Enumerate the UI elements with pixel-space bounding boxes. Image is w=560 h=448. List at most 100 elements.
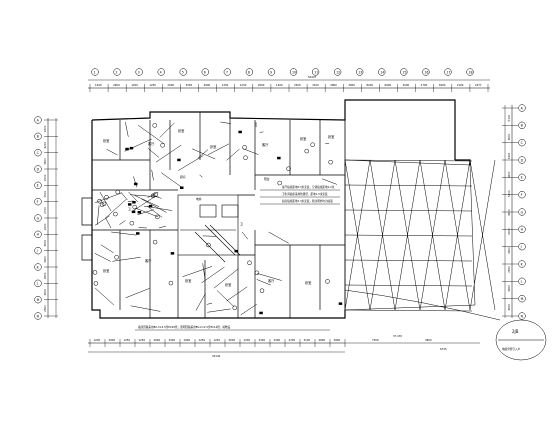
notes-block bbox=[260, 189, 340, 205]
wall-segment bbox=[177, 255, 239, 318]
axis-label-top: 11 bbox=[314, 71, 318, 75]
wall-segment bbox=[92, 120, 178, 191]
axis-bubble-right bbox=[518, 295, 526, 303]
axis-label-right: M bbox=[521, 297, 524, 301]
wiring-run bbox=[141, 198, 167, 213]
dim-top-value: 3100 bbox=[312, 83, 319, 87]
axis-bubble-top bbox=[378, 68, 386, 76]
axis-label-left: J bbox=[36, 249, 38, 253]
dim-left-value: 3600 bbox=[43, 158, 47, 165]
dim-bottom-value: 2900 bbox=[109, 338, 116, 342]
dim-right-value: 2600 bbox=[507, 266, 511, 273]
dim-top-value: 1250 bbox=[149, 83, 156, 87]
dim-left-value: 2600 bbox=[43, 272, 47, 279]
dim-top-value: 1250 bbox=[240, 83, 247, 87]
axis-label-left: L bbox=[37, 282, 39, 286]
axis-bubble-right bbox=[518, 312, 526, 320]
wiring-run bbox=[138, 125, 165, 145]
axis-bubble-right bbox=[518, 191, 526, 199]
room-label: 客厅 bbox=[262, 142, 269, 147]
dim-left-value: 3600 bbox=[43, 240, 47, 247]
note-3: 厨房插座距地1.3米安装，除注明外均为暗装 bbox=[282, 199, 333, 203]
light-symbol bbox=[93, 281, 99, 286]
axis-label-left: E bbox=[37, 184, 39, 188]
axis-bubble-top bbox=[466, 68, 474, 76]
wiring-run bbox=[147, 147, 160, 158]
socket-symbol bbox=[128, 203, 132, 206]
wiring-run bbox=[213, 268, 239, 289]
axis-label-right: L bbox=[521, 280, 523, 284]
dim-top-value: 3900 bbox=[348, 83, 355, 87]
axis-label-top: 5 bbox=[182, 71, 184, 75]
socket-symbol bbox=[234, 249, 238, 253]
wiring-run bbox=[242, 148, 259, 155]
wiring-run bbox=[268, 231, 289, 244]
dim-bottom-value: 2000 bbox=[229, 338, 236, 342]
room-label: 卧室 bbox=[103, 138, 109, 143]
dim-bottom-value: 2800 bbox=[319, 338, 326, 342]
axis-bubble-left bbox=[34, 214, 42, 222]
light-symbol bbox=[115, 189, 120, 195]
wiring-run bbox=[208, 143, 230, 155]
dim-top-value: 2900 bbox=[113, 83, 120, 87]
wiring-run bbox=[119, 220, 126, 225]
wiring-run bbox=[191, 148, 216, 160]
dim-top-value: 1250 bbox=[131, 83, 138, 87]
dim-bottom-value: 1250 bbox=[139, 338, 146, 342]
wiring-run bbox=[158, 225, 166, 229]
dim-top-value: 4500 bbox=[403, 83, 410, 87]
dim-right-value: 3600 bbox=[507, 285, 511, 292]
dim-top-value: 3300 bbox=[294, 83, 301, 87]
wiring-run bbox=[96, 205, 100, 225]
room-label: 卧室 bbox=[225, 282, 231, 287]
room-small-label: 卫 bbox=[240, 222, 243, 226]
light-symbol bbox=[132, 204, 137, 210]
axis-bubble-right bbox=[518, 139, 526, 147]
wiring-run bbox=[124, 138, 153, 152]
wiring-run bbox=[130, 194, 159, 198]
axis-bubble-left bbox=[34, 230, 42, 238]
note-1: 客厅插座距地0.3米安装，空调插座距地2.2米 bbox=[282, 185, 335, 189]
wiring-run bbox=[241, 231, 249, 240]
wiring-run bbox=[111, 231, 137, 236]
dim-left-value: 4200 bbox=[43, 142, 47, 149]
axis-bubble-top bbox=[179, 68, 187, 76]
dim-top-value: 6900 bbox=[385, 83, 392, 87]
room-small-label: 电井 bbox=[196, 197, 202, 201]
axis-label-right: D bbox=[521, 158, 524, 162]
wiring-run bbox=[220, 121, 231, 124]
wiring-run bbox=[226, 286, 248, 302]
dim-bottom-right: 37,470 bbox=[393, 334, 402, 338]
axis-bubble-left bbox=[34, 247, 42, 255]
dim-top-value: 2900 bbox=[204, 83, 211, 87]
wiring-run bbox=[207, 308, 231, 313]
axis-label-left: G bbox=[37, 216, 40, 220]
room-label: 卧室 bbox=[305, 280, 311, 285]
wall-segment bbox=[81, 197, 93, 261]
wiring-run bbox=[112, 256, 141, 262]
wiring-run bbox=[159, 122, 175, 138]
socket-symbol bbox=[238, 130, 242, 134]
dim-top-value: 3900 bbox=[439, 83, 446, 87]
dim-top-value: 2800 bbox=[330, 83, 337, 87]
dim-bottom-sub: 7300 bbox=[372, 338, 379, 342]
room-small-label: 厨房 bbox=[180, 175, 186, 179]
wiring-run bbox=[147, 191, 159, 198]
wiring-run bbox=[105, 199, 127, 219]
socket-symbol bbox=[137, 211, 142, 214]
dim-right-value: 3600 bbox=[507, 133, 511, 140]
dim-bottom-value: 3300 bbox=[259, 338, 266, 342]
wiring-run bbox=[257, 273, 282, 281]
wiring-run bbox=[94, 253, 111, 262]
dim-right-value: 3600 bbox=[507, 209, 511, 216]
note-2: 卫生间插座采用防溅型，距地1.5米安装 bbox=[282, 192, 328, 196]
dimension-chain-left: 1800420036002000150027002200360034002600… bbox=[34, 116, 58, 320]
light-symbol bbox=[247, 260, 252, 266]
wiring-run bbox=[197, 149, 209, 159]
axis-bubble-left bbox=[34, 296, 42, 304]
dim-bottom-value: 1250 bbox=[214, 338, 221, 342]
dim-right-value: 5400 bbox=[507, 190, 511, 197]
axis-bubble-right bbox=[518, 156, 526, 164]
axis-label-left: N bbox=[37, 314, 40, 318]
